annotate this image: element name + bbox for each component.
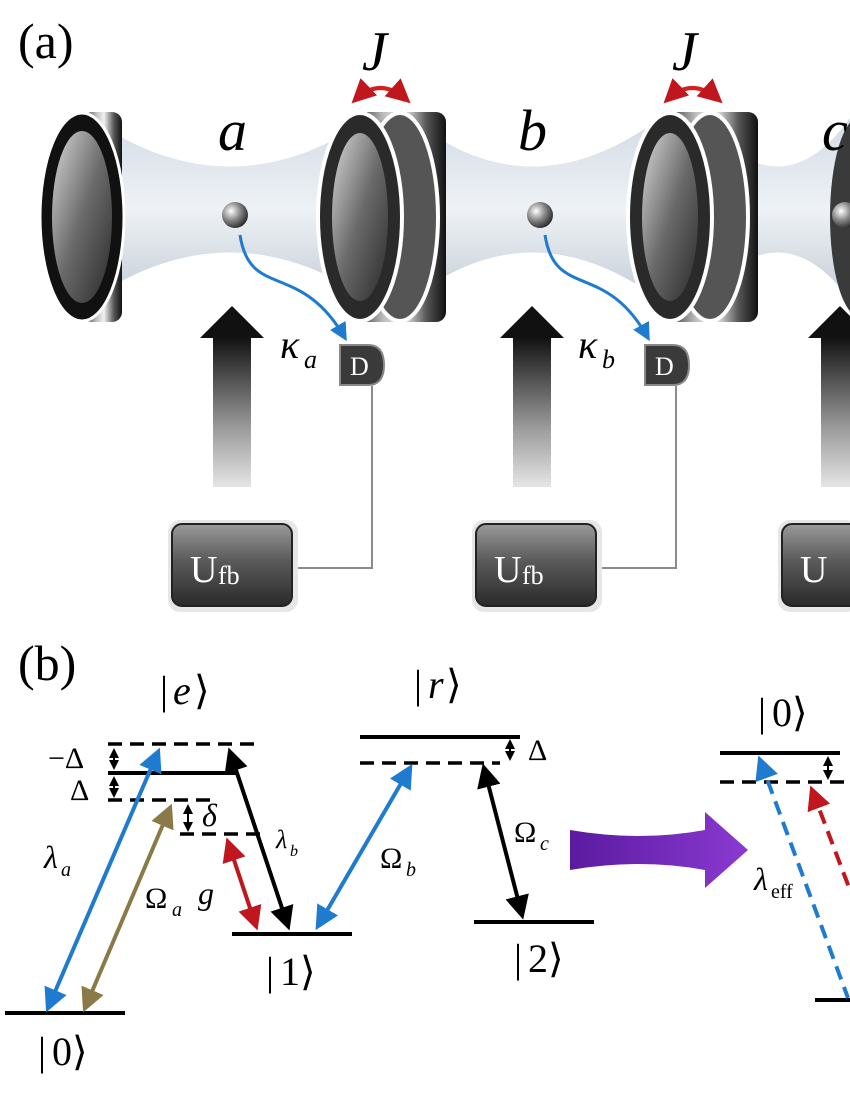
feedback-unit-a: U fb	[168, 520, 298, 612]
label-lambda-eff: λ eff	[753, 861, 793, 903]
ufb-a-sub: fb	[218, 561, 240, 590]
feedback-unit-c-partial: U	[778, 520, 850, 612]
left-mirror	[38, 111, 126, 323]
atom-a	[222, 202, 248, 228]
detector-b: D	[644, 344, 691, 386]
kappa-b-sub: b	[602, 345, 615, 374]
svg-text:⟩: ⟩	[194, 668, 210, 713]
ket-eff-zero: | 0 ⟩	[758, 690, 808, 735]
label-omega-c: Ω c	[514, 816, 549, 855]
detector-b-letter: D	[655, 352, 674, 381]
arrow-omega-a	[81, 803, 174, 1013]
svg-text:⟩: ⟩	[792, 690, 808, 735]
svg-text:eff: eff	[771, 881, 793, 903]
ufb-c-symbol: U	[800, 549, 827, 591]
svg-text:b: b	[290, 843, 298, 860]
panel-a-label: (a)	[18, 13, 74, 69]
svg-text:|: |	[758, 690, 766, 735]
kappa-b-symbol: κ	[578, 322, 598, 367]
cavity-label-c: c	[822, 98, 848, 163]
svg-text:λ: λ	[275, 825, 287, 854]
svg-text:b: b	[406, 859, 416, 881]
ket-zero-label: 0	[52, 1029, 72, 1074]
arrow-g	[222, 837, 262, 931]
svg-text:a: a	[61, 859, 71, 881]
feedback-arrow-a	[200, 306, 264, 487]
detector-a-letter: D	[350, 352, 369, 381]
ufb-b-sub: fb	[522, 561, 544, 590]
svg-text:⟩: ⟩	[446, 662, 462, 707]
transform-arrow	[570, 812, 748, 888]
ket-e: | e ⟩	[160, 668, 210, 713]
svg-text:|: |	[414, 662, 422, 707]
label-lambda-b: λ b	[275, 825, 298, 860]
coupling-arrow-2	[663, 78, 723, 104]
feedback-unit-b: U fb	[472, 520, 602, 612]
panel-b: (b) | e ⟩ | r ⟩ | 0 ⟩ | 1	[5, 635, 850, 1074]
svg-text:|: |	[514, 936, 522, 981]
svg-text:Ω: Ω	[380, 842, 402, 875]
svg-text:Ω: Ω	[145, 882, 167, 915]
ket-two-label: 2	[528, 936, 548, 981]
feedback-wire-a	[292, 386, 373, 569]
arrow-omega-c	[477, 763, 529, 920]
svg-text:|: |	[266, 949, 274, 994]
svg-text:c: c	[540, 833, 549, 855]
detector-a: D	[339, 344, 386, 386]
ket-r-label: r	[428, 662, 444, 707]
svg-text:λ: λ	[753, 861, 768, 897]
ket-one: | 1 ⟩	[266, 949, 316, 994]
panel-a: (a)	[18, 13, 850, 612]
arrow-lambda-eff	[755, 755, 850, 999]
label-lambda-a: λ a	[43, 839, 71, 881]
kappa-a-sub: a	[304, 345, 317, 374]
svg-text:Ω: Ω	[514, 816, 536, 849]
coupling-j-1: J	[362, 21, 390, 83]
label-small-delta: δ	[202, 797, 218, 833]
label-delta-left: Δ	[70, 774, 89, 807]
ufb-b-symbol: U	[494, 549, 521, 591]
svg-text:⟩: ⟩	[300, 949, 316, 994]
svg-text:λ: λ	[43, 839, 58, 875]
svg-text:|: |	[38, 1029, 46, 1074]
arrow-eff-red	[807, 785, 850, 891]
ket-zero: | 0 ⟩	[38, 1029, 88, 1074]
label-g: g	[198, 875, 214, 911]
svg-text:|: |	[160, 668, 168, 713]
ket-one-label: 1	[280, 949, 300, 994]
ket-eff-zero-label: 0	[772, 690, 792, 735]
ket-e-label: e	[173, 668, 191, 713]
cavity-label-b: b	[518, 98, 547, 163]
kappa-a-symbol: κ	[280, 322, 300, 367]
emission-arrow-b	[543, 234, 650, 342]
svg-text:⟩: ⟩	[548, 936, 564, 981]
label-delta-r: Δ	[528, 734, 547, 767]
coupling-mirror-1	[316, 111, 446, 323]
atom-b	[527, 202, 553, 228]
emission-arrow-a	[238, 234, 347, 342]
arrow-lambda-b	[224, 747, 294, 931]
svg-text:a: a	[172, 899, 182, 921]
ket-two: | 2 ⟩	[514, 936, 564, 981]
ufb-a-symbol: U	[190, 549, 217, 591]
coupling-j-2: J	[672, 21, 700, 83]
cavity-label-a: a	[218, 98, 247, 163]
feedback-wire-b	[596, 386, 677, 569]
feedback-arrow-b	[500, 306, 564, 487]
svg-text:⟩: ⟩	[72, 1029, 88, 1074]
panel-b-label: (b)	[18, 635, 76, 691]
feedback-arrow-c	[808, 306, 850, 487]
coupling-arrow-1	[351, 78, 411, 104]
atom-c	[832, 202, 850, 228]
label-omega-b: Ω b	[380, 842, 416, 881]
arrow-omega-b	[315, 763, 413, 931]
label-omega-a: Ω a	[145, 882, 182, 921]
label-minus-delta: −Δ	[48, 742, 84, 775]
coupling-mirror-2	[626, 111, 758, 323]
ket-r: | r ⟩	[414, 662, 462, 707]
